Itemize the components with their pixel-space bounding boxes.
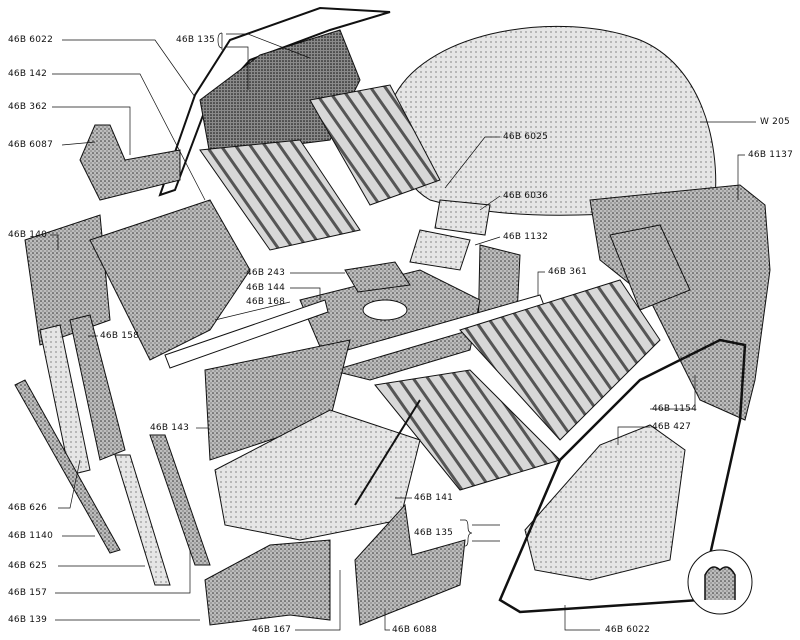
part-label-46b-158: 46B 158 (100, 331, 140, 341)
part-label-46b-141: 46B 141 (414, 493, 454, 503)
part-label-46b-168: 46B 168 (246, 297, 286, 307)
part-label-46b-139: 46B 139 (8, 615, 48, 625)
part-label-46b-157: 46B 157 (8, 588, 48, 598)
part-label-46b-6025: 46B 6025 (503, 132, 548, 142)
part-label-46b-6036: 46B 6036 (503, 191, 548, 201)
carpet-626 (39, 324, 91, 476)
door-seal-6022 (498, 338, 747, 614)
part-label-46b-362: 46B 362 (8, 102, 48, 112)
leader-lines (50, 32, 756, 631)
part-label-46b-427: 46B 427 (652, 422, 692, 432)
part-label-46b-140: 46B 140 (8, 230, 48, 240)
tunnel-cover-243 (344, 261, 411, 293)
carpet-6087 (79, 124, 181, 201)
part-label-46b-243: 46B 243 (246, 268, 286, 278)
part-label-46b-1140: 46B 1140 (8, 531, 53, 541)
floor-mat-rear (89, 199, 251, 361)
part-label-46b-135-top: 46B 135 (176, 35, 216, 45)
seal-profile (704, 566, 736, 600)
parts-shapes (14, 6, 771, 626)
trim-strip-168 (164, 299, 329, 369)
part-label-w-205: W 205 (760, 117, 790, 127)
part-label-46b-142: 46B 142 (8, 69, 48, 79)
headrest (609, 224, 691, 311)
panel-157 (149, 434, 211, 566)
rear-seat-left (199, 139, 361, 251)
small-panel-1132 (409, 229, 471, 271)
part-label-46b-144: 46B 144 (246, 283, 286, 293)
part-label-46b-1132: 46B 1132 (503, 232, 548, 242)
part-label-46b-6022-bottom: 46B 6022 (605, 625, 650, 635)
part-label-46b-6087: 46B 6087 (8, 140, 53, 150)
rear-seat-right (309, 84, 441, 206)
panel-625 (114, 454, 171, 586)
part-label-46b-626: 46B 626 (8, 503, 48, 513)
part-label-46b-135-bottom: 46B 135 (414, 528, 454, 538)
part-label-46b-143: 46B 143 (150, 423, 190, 433)
part-label-46b-1154: 46B 1154 (652, 404, 697, 414)
part-label-46b-361: 46B 361 (548, 267, 588, 277)
part-label-46b-167: 46B 167 (252, 625, 292, 635)
door-glass-427 (524, 424, 686, 581)
carpet-139 (204, 539, 331, 626)
hardtop-canopy-w205 (390, 25, 717, 216)
tunnel-hole (362, 299, 408, 321)
small-panel-6036 (434, 199, 491, 236)
strip-1140 (14, 379, 121, 554)
carpet-140 (24, 214, 111, 346)
carpet-158 (69, 314, 126, 461)
part-label-46b-625: 46B 625 (8, 561, 48, 571)
carpet-6088 (354, 503, 466, 626)
part-label-46b-6088: 46B 6088 (392, 625, 437, 635)
windshield-frame (158, 6, 391, 197)
part-label-46b-1137: 46B 1137 (748, 150, 793, 160)
part-label-46b-6022-top: 46B 6022 (8, 35, 53, 45)
support-rod (354, 399, 421, 506)
front-seat-back (459, 279, 661, 441)
